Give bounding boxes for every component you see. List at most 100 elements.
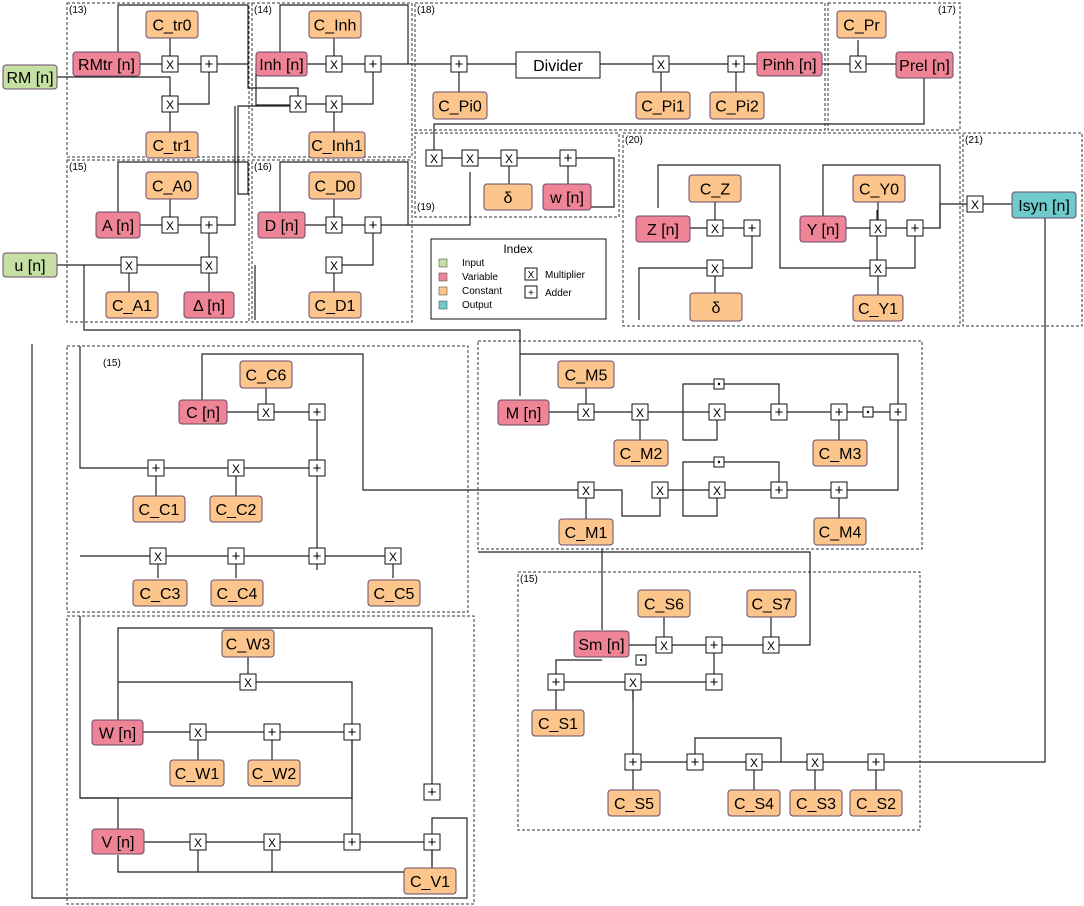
multiplier-node: [120, 256, 138, 274]
signal-wire: [632, 682, 695, 763]
adder-node: [343, 833, 361, 851]
c-inh-label: C_Inh: [314, 18, 357, 35]
multiplier-node: [652, 55, 670, 73]
c-z-label: C_Z: [700, 182, 730, 199]
constant-box: [432, 91, 488, 120]
operator-symbol: X: [330, 259, 338, 273]
signal-wire: [170, 64, 210, 105]
operator-symbol: +: [313, 460, 322, 477]
legend-box: [430, 238, 607, 320]
operator-symbol: X: [154, 550, 162, 564]
constant-box: [836, 10, 887, 39]
section-label: (17): [938, 5, 956, 16]
c-m5-label: C_M5: [565, 368, 608, 385]
c-c4-label: C_C4: [217, 586, 258, 603]
operator-symbol: X: [205, 259, 213, 273]
multiplier-node: [325, 216, 343, 234]
delta-n-label: Δ [n]: [193, 298, 225, 315]
inh-label: Inh [n]: [259, 57, 303, 74]
signal-wire: [117, 4, 299, 104]
multiplier-node: [189, 833, 207, 851]
delta1-label: δ: [504, 190, 513, 207]
legend-op-label: Adder: [545, 288, 572, 299]
constant-box: [849, 789, 903, 817]
operator-symbol: X: [166, 98, 174, 112]
multiplier-node: [762, 636, 780, 654]
section-frame: [517, 571, 921, 831]
operator-symbol: X: [166, 58, 174, 72]
section-label: (16): [254, 162, 272, 173]
operator-symbol: X: [660, 639, 668, 653]
operator-symbol: +: [313, 404, 322, 421]
variable-box: [91, 828, 145, 855]
constant-box: [727, 789, 781, 817]
input-box: [2, 252, 58, 278]
section-label: (19): [417, 202, 435, 213]
operator-symbol: +: [629, 754, 638, 771]
multiplier-node: [869, 259, 887, 277]
multiplier-node: [577, 403, 595, 421]
legend-item-label: Output: [462, 300, 492, 311]
constant-box: [483, 183, 533, 211]
operator-symbol: X: [971, 198, 979, 212]
section-frame: [66, 159, 250, 323]
adder-node: [364, 55, 382, 73]
operator-symbol: X: [125, 259, 133, 273]
section-label: (13): [69, 5, 87, 16]
legend-op-label: Multiplier: [545, 270, 586, 281]
subtract-dot: [717, 460, 721, 464]
delta2-label: δ: [712, 300, 721, 317]
multiplier-node: [149, 547, 167, 565]
constant-box: [635, 91, 691, 120]
variable-box: [72, 51, 141, 77]
signal-wire: [80, 732, 353, 799]
constant-box: [239, 360, 293, 389]
operator-symbol: +: [455, 56, 464, 73]
adder-node: [770, 481, 788, 499]
signal-wire: [682, 383, 780, 412]
adder-node: [727, 55, 745, 73]
operator-symbol: X: [294, 98, 302, 112]
adder-node: [705, 673, 723, 691]
constant-box: [689, 292, 743, 322]
divider-label: Divider: [533, 58, 583, 75]
signal-wire: [846, 203, 975, 229]
c-s5-label: C_S5: [614, 796, 654, 813]
adder-node: [686, 753, 704, 771]
constant-box: [132, 579, 188, 607]
section-frames: (13)(14)(18)(17)(15)(16)(19)(20)(21)(15)…: [66, 2, 1083, 905]
adder-node: [743, 219, 761, 237]
variable-box: [895, 51, 954, 79]
c-y0-label: C_Y0: [859, 182, 899, 199]
variable-box: [497, 399, 550, 426]
adder-node: [450, 55, 468, 73]
c-s7-label: C_S7: [751, 597, 791, 614]
operator-symbol: X: [194, 726, 202, 740]
constant-box: [105, 291, 159, 319]
c-s2-label: C_S2: [856, 796, 896, 813]
subtract-dot: [639, 658, 643, 662]
multiplier-node: [325, 256, 343, 274]
operator-symbol: +: [348, 724, 357, 741]
adder-node: [423, 833, 441, 851]
output-box: [1011, 191, 1077, 219]
c-y1-label: C_Y1: [858, 301, 898, 318]
legend-item-label: Input: [462, 258, 484, 269]
c-s6-label: C_S6: [644, 597, 684, 614]
multiplier-node: [161, 95, 179, 113]
constant-box: [247, 759, 301, 787]
section-label: (18): [417, 5, 435, 16]
signal-boxes: RM [n]u [n]Isyn [n]RMtr [n]C_tr0C_tr1Inh…: [2, 10, 1077, 895]
adder-node: [547, 673, 565, 691]
a-label: A [n]: [102, 218, 134, 235]
operator-symbol: +: [835, 404, 844, 421]
c-tr0-label: C_tr0: [152, 18, 191, 35]
operator-symbol: X: [194, 836, 202, 850]
constant-box: [637, 589, 691, 618]
signal-wire: [279, 4, 409, 64]
signal-wire: [682, 461, 780, 490]
operator-symbol: +: [428, 784, 437, 801]
c-a1-label: C_A1: [112, 298, 152, 315]
operator-symbol: +: [369, 56, 378, 73]
multiplier-node: [577, 481, 595, 499]
